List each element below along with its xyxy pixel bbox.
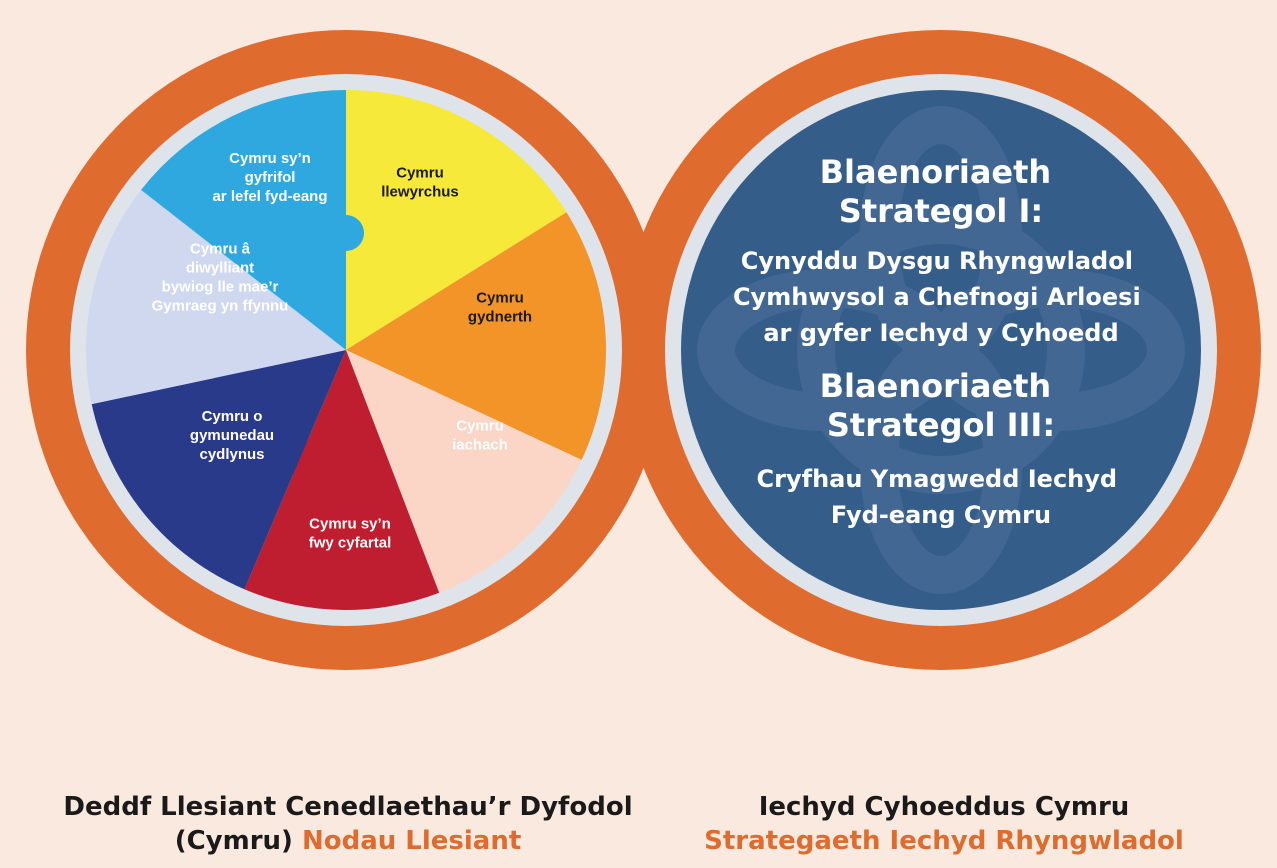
wheel-wedge bbox=[346, 212, 606, 460]
wheel-label-line: Cymru bbox=[396, 165, 444, 182]
wheel-label-line: Cymru o bbox=[202, 408, 263, 425]
right-caption-dark-text: Iechyd Cyhoeddus Cymru bbox=[758, 792, 1130, 822]
wheel-label: Cymru o gymunedau cydlynus bbox=[190, 408, 274, 463]
left-caption-dark-text: Deddf Llesiant Cenedlaethau’r Dyfodol (C… bbox=[63, 792, 633, 856]
wheel-label-line: Gymraeg yn ffynnu bbox=[152, 298, 289, 315]
wheel-wedge bbox=[346, 350, 582, 593]
wheel-wedge bbox=[244, 350, 440, 610]
wheel-label: Cymru sy’n gyfrifol ar lefel fyd-eang bbox=[212, 150, 327, 205]
priority1-heading: Blaenoriaeth Strategol I: bbox=[820, 153, 1063, 230]
wheel-wedge bbox=[91, 350, 346, 590]
wheel-label-line: ar lefel fyd-eang bbox=[212, 188, 327, 205]
strategy-disk: Blaenoriaeth Strategol I: Cynyddu Dysgu … bbox=[681, 90, 1201, 610]
left-caption: Deddf Llesiant Cenedlaethau’r Dyfodol (C… bbox=[38, 790, 658, 858]
wheel-label-line: Cymru sy’n bbox=[309, 516, 391, 533]
priority3-body: Cryfhau Ymagwedd Iechyd Fyd-eang Cymru bbox=[757, 465, 1126, 529]
celtic-knot-watermark-icon bbox=[697, 106, 1185, 594]
puzzle-knob-icon bbox=[328, 215, 364, 251]
wheel-label: Cymru llewyrchus bbox=[381, 165, 459, 201]
wheel-label-line: bywiog lle mae’r bbox=[162, 279, 279, 296]
wheel-wedge bbox=[85, 189, 346, 405]
right-caption: Iechyd Cyhoeddus Cymru Strategaeth Iechy… bbox=[634, 790, 1254, 858]
wheel-label: Cymru gydnerth bbox=[468, 290, 532, 326]
wheel-label-line: gydnerth bbox=[468, 309, 532, 326]
wheel-label: Cymru sy’n fwy cyfartal bbox=[309, 516, 392, 552]
wheel-label-line: Cymru sy’n bbox=[229, 150, 311, 167]
wheel-label-line: Cymru â bbox=[190, 241, 251, 258]
wheel-wedge bbox=[141, 90, 346, 350]
wheel-label-line: gymunedau bbox=[190, 427, 274, 444]
wheel-wedge bbox=[346, 90, 567, 350]
left-caption-accent-text: Nodau Llesiant bbox=[301, 826, 522, 856]
priority1-body: Cynyddu Dysgu Rhyngwladol Cymhwysol a Ch… bbox=[733, 247, 1149, 347]
wheel-label-line: cydlynus bbox=[199, 446, 264, 463]
right-caption-accent-text: Strategaeth Iechyd Rhyngwladol bbox=[704, 826, 1184, 856]
wheel-label-line: Cymru bbox=[476, 290, 524, 307]
wheel-label-line: iachach bbox=[452, 437, 508, 454]
priority3-heading: Blaenoriaeth Strategol III: bbox=[820, 367, 1063, 444]
wheel-label-line: fwy cyfartal bbox=[309, 535, 392, 552]
wheel-label-line: llewyrchus bbox=[381, 184, 459, 201]
wheel-label-line: diwylliant bbox=[186, 260, 254, 277]
wheel-label-line: Cymru bbox=[456, 418, 504, 435]
wheel-label-line: gyfrifol bbox=[245, 169, 296, 186]
wheel-label: Cymru iachach bbox=[452, 418, 508, 454]
